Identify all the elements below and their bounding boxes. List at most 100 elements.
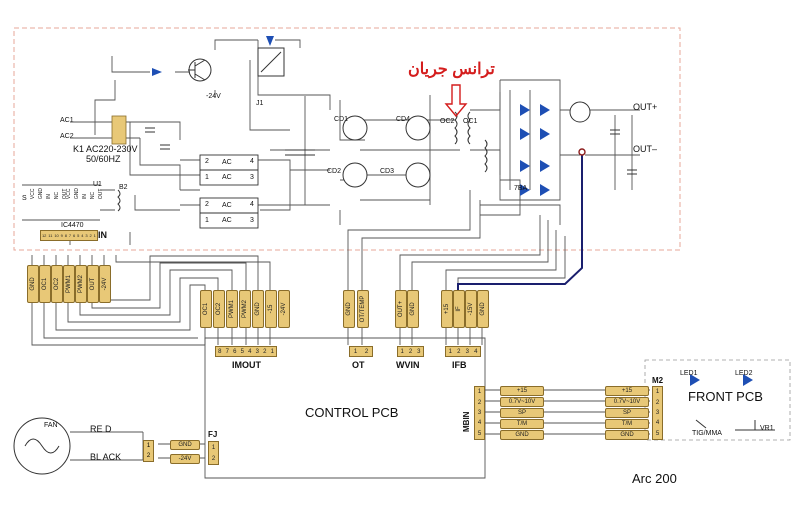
out-minus-terminal bbox=[578, 148, 586, 156]
chip-pin1b: 1 bbox=[205, 217, 209, 224]
tig-label: TIG/MMA bbox=[692, 430, 722, 437]
imout-pin: 5 bbox=[240, 348, 244, 355]
ac2-label: AC2 bbox=[60, 133, 74, 140]
fan-gnd-capsule: GND bbox=[170, 440, 200, 450]
current-label: 7BA bbox=[514, 185, 528, 192]
ifb-connector-label: GND bbox=[480, 302, 486, 316]
annotation-arrow bbox=[444, 84, 468, 118]
in-connector-label: OC2 bbox=[54, 277, 60, 291]
imout-connector-label: -24V bbox=[281, 302, 287, 316]
mosfets bbox=[342, 115, 431, 188]
imout-connector: -24V bbox=[278, 290, 290, 328]
imout-connector-label: OC2 bbox=[216, 302, 222, 316]
led2-label: LED2 bbox=[735, 370, 753, 377]
output-choke bbox=[569, 101, 591, 123]
in-pin: 6 bbox=[73, 233, 76, 238]
v24-top-label: -24V bbox=[206, 93, 221, 100]
fj-pin: 1 bbox=[211, 444, 216, 451]
m2-pin: 3 bbox=[655, 409, 660, 416]
imout-connector: PWM2 bbox=[239, 290, 251, 328]
oc2-label: OC2 bbox=[440, 118, 455, 125]
in-connector-label: GND bbox=[30, 277, 36, 291]
mbin-link-capsule: SP bbox=[500, 408, 544, 418]
ifb-pin: 3 bbox=[465, 348, 469, 355]
model-label: Arc 200 bbox=[632, 471, 677, 486]
imout-pin: 4 bbox=[248, 348, 252, 355]
led1-label: LED1 bbox=[680, 370, 698, 377]
in-pin: 9 bbox=[60, 233, 63, 238]
supply-b2-label: B2 bbox=[119, 184, 128, 191]
in-pin: 7 bbox=[68, 233, 72, 238]
in-pin: 10 bbox=[54, 233, 59, 238]
m2-pin: 4 bbox=[655, 420, 660, 427]
wvin-pin: 2 bbox=[408, 348, 413, 355]
ac-chips bbox=[199, 154, 259, 229]
mbin-pin: 4 bbox=[477, 420, 482, 427]
in-connector-label: -24V bbox=[102, 277, 108, 291]
capacitors bbox=[145, 127, 637, 175]
ifb-connector-label: IF bbox=[456, 306, 462, 312]
in-connector: -24V bbox=[99, 265, 111, 303]
chip4-label: AC bbox=[222, 217, 232, 224]
fuse-block bbox=[111, 115, 127, 145]
ifb-pin: 1 bbox=[448, 348, 452, 355]
fj-label: FJ bbox=[208, 430, 218, 439]
supply-pin-label: VCC bbox=[66, 188, 72, 200]
supply-pin-label: NC bbox=[90, 191, 96, 200]
ot-pin: 1 bbox=[353, 348, 358, 355]
m2-link-capsule: SP bbox=[605, 408, 649, 418]
imout-connector-label: -15 bbox=[268, 304, 274, 314]
wvin-connector: OUT+ bbox=[395, 290, 407, 328]
fan-label: FAN bbox=[44, 422, 58, 429]
in-connector-label: PWM2 bbox=[78, 275, 84, 293]
ot-connector: GND bbox=[343, 290, 355, 328]
fj-pin: 2 bbox=[211, 455, 216, 462]
imout-connector: OC1 bbox=[200, 290, 212, 328]
in-block-title: IN bbox=[98, 230, 107, 240]
imout-pin: 2 bbox=[263, 348, 267, 355]
pot-symbol bbox=[735, 420, 775, 431]
supply-pin-label: IN bbox=[82, 194, 88, 200]
q2-label: CD2 bbox=[327, 168, 342, 175]
bridge-diodes bbox=[520, 104, 550, 196]
imout-label: IMOUT bbox=[232, 360, 261, 370]
q3-label: CD3 bbox=[380, 168, 395, 175]
m2-link-capsule: T/M bbox=[605, 419, 649, 429]
ifb-connector: -15V bbox=[465, 290, 477, 328]
blue-feedback-wire bbox=[457, 152, 583, 300]
imout-pin: 7 bbox=[225, 348, 229, 355]
ot-pin: 2 bbox=[364, 348, 369, 355]
supply-u-label: U1 bbox=[93, 181, 102, 188]
supply-pin-label: GND bbox=[74, 188, 80, 200]
in-pin: 3 bbox=[85, 233, 88, 238]
imout-connector: OC2 bbox=[213, 290, 225, 328]
imout-pin: 8 bbox=[218, 348, 222, 355]
in-connector: OC1 bbox=[39, 265, 51, 303]
ot-label: OT bbox=[352, 360, 365, 370]
in-pin: 8 bbox=[64, 233, 68, 238]
ifb-pin: 4 bbox=[474, 348, 478, 355]
chip-pin3b: 3 bbox=[250, 217, 254, 224]
wvin-pin: 1 bbox=[400, 348, 404, 355]
mbin-label: MBIN bbox=[462, 411, 471, 432]
chip-pin3a: 3 bbox=[250, 174, 254, 181]
transformer bbox=[117, 111, 488, 212]
m2-pin: 2 bbox=[655, 399, 660, 406]
chip-pin4a: 4 bbox=[250, 158, 254, 165]
mbin-pin: 5 bbox=[477, 430, 482, 437]
mbin-pin: 3 bbox=[477, 409, 482, 416]
in-connector: PWM1 bbox=[63, 265, 75, 303]
wvin-label: WVIN bbox=[396, 360, 420, 370]
mbin-link-capsule: 0.7V~10V bbox=[500, 397, 544, 407]
m2-label: M2 bbox=[652, 376, 664, 385]
chip-pin1a: 1 bbox=[205, 174, 209, 181]
mbin-link-capsule: GND bbox=[500, 430, 544, 440]
wvin-connector-label: OUT+ bbox=[398, 300, 404, 318]
q1-label: CD1 bbox=[334, 116, 349, 123]
imout-connector-label: GND bbox=[255, 302, 261, 316]
in-connector-label: OC1 bbox=[42, 277, 48, 291]
fan-symbol bbox=[13, 417, 71, 475]
